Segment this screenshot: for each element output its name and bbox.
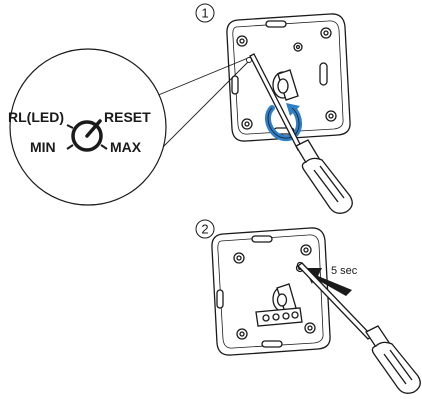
step-1: 1: [8, 4, 352, 213]
dial-label-rl-led: RL(LED): [8, 109, 64, 125]
step-2-marker: 2: [196, 220, 214, 238]
step-1-marker: 1: [196, 4, 214, 22]
svg-text:1: 1: [201, 6, 208, 21]
step-2: 2 5: [196, 220, 420, 393]
svg-text:2: 2: [201, 222, 208, 237]
dial-label-min: MIN: [30, 139, 56, 155]
dial-label-reset: RESET: [104, 109, 151, 125]
dimmer-plate-step-2: [212, 228, 330, 355]
dial-label-max: MAX: [110, 139, 142, 155]
press-duration-label: 5 sec: [331, 265, 358, 277]
dial-callout: RL(LED) RESET MIN MAX: [8, 49, 166, 205]
